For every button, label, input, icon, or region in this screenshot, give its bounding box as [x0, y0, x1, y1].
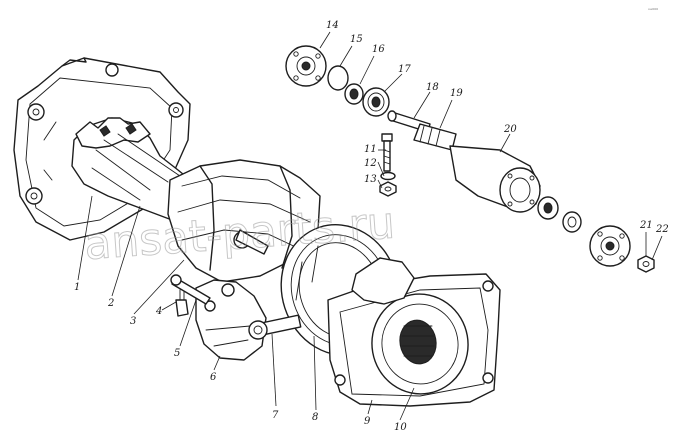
- label-part-1: 1: [74, 282, 80, 293]
- bracket-housing: [195, 279, 267, 361]
- label-part-13: 13: [364, 174, 377, 185]
- spline-shaft: [71, 117, 201, 221]
- label-part-22: 22: [655, 224, 669, 235]
- drive-housing: [167, 159, 321, 283]
- bolt-part-4: [175, 289, 189, 317]
- label-part-21: 21: [639, 220, 653, 231]
- label-part-18: 18: [426, 82, 439, 93]
- sleeve-part-20: [449, 145, 541, 213]
- label-part-16: 16: [372, 44, 385, 55]
- small-shaft: [248, 314, 302, 340]
- label-part-7: 7: [272, 410, 279, 421]
- bearing-part-17: [362, 87, 390, 117]
- label-part-6: 6: [210, 372, 217, 383]
- flange-part-21: [589, 225, 631, 267]
- flange-part-14: [285, 45, 327, 87]
- label-part-8: 8: [312, 412, 318, 423]
- label-part-11: 11: [364, 144, 377, 155]
- bolt-part-5: [170, 274, 211, 305]
- bearing-part-16: [344, 83, 364, 105]
- label-part-5: 5: [174, 348, 180, 359]
- bearing-small: [537, 196, 582, 233]
- leader-lines: [77, 31, 663, 421]
- corner-mark: ᵒᵉ⁰⁰⁰: [648, 8, 658, 14]
- label-part-19: 19: [450, 88, 463, 99]
- bolt-part-11: [381, 133, 393, 172]
- label-part-15: 15: [350, 34, 363, 45]
- part-labels: 1 2 3 4 5 6 7 8 9 10 11 12 13 14 15 16 1…: [74, 20, 669, 433]
- label-part-9: 9: [364, 416, 371, 427]
- label-part-4: 4: [155, 306, 162, 317]
- nut-part-22: [637, 255, 655, 273]
- label-part-20: 20: [503, 124, 517, 135]
- label-part-2: 2: [107, 298, 114, 309]
- nut-part-13: [379, 181, 397, 197]
- snap-ring-part-15: [327, 65, 349, 91]
- label-part-17: 17: [398, 64, 411, 75]
- label-part-12: 12: [364, 158, 377, 169]
- label-part-14: 14: [326, 20, 339, 31]
- label-part-10: 10: [394, 422, 407, 433]
- splined-hub: [351, 257, 469, 395]
- label-part-3: 3: [130, 316, 136, 327]
- washer-part-12: [380, 171, 396, 181]
